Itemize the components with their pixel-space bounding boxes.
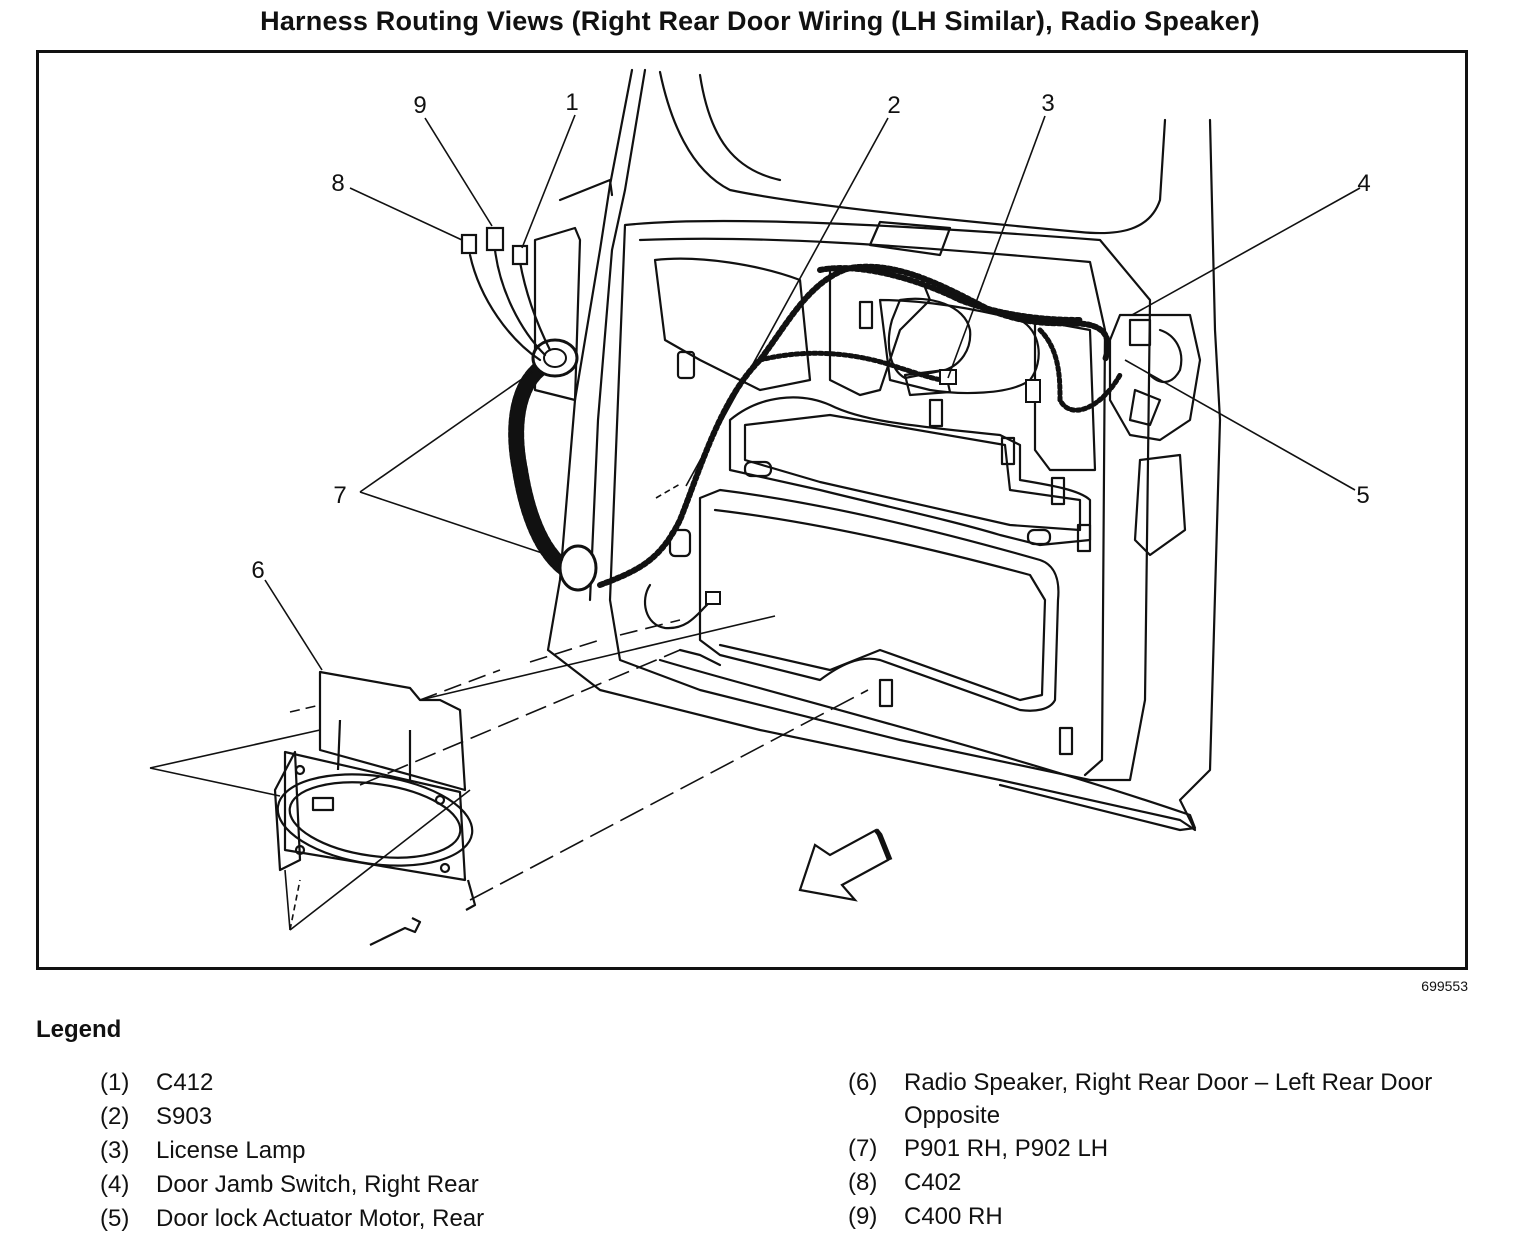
speaker-frame (283, 750, 467, 882)
legend-text: S903 (156, 1103, 213, 1130)
legend-item: (2) S903 (100, 1100, 700, 1134)
legend-item: (6) Radio Speaker, Right Rear Door – Lef… (848, 1066, 1488, 1132)
harness-grommet-upper (531, 338, 579, 378)
speaker-bracket (318, 670, 467, 792)
legend-item: (4) Door Jamb Switch, Right Rear (100, 1168, 700, 1202)
legend-column-left: (1) C412 (2) S903 (3) License Lamp (4) D… (100, 1066, 700, 1236)
callout-1: 1 (565, 89, 578, 116)
callout-2: 2 (887, 92, 900, 119)
door-wiring-illustration: 1 2 3 4 5 6 7 8 9 (149, 68, 1371, 946)
callout-4: 4 (1357, 170, 1370, 197)
front-direction-arrow (798, 828, 893, 902)
connector-c412 (511, 244, 529, 266)
callout-5: 5 (1356, 482, 1369, 509)
diagram-frame (36, 50, 1468, 970)
legend-item: (5) Door lock Actuator Motor, Rear (100, 1202, 700, 1236)
legend-item: (7) P901 RH, P902 LH (848, 1132, 1488, 1166)
legend-text: C400 RH (904, 1203, 1003, 1230)
legend-item: (8) C402 (848, 1166, 1488, 1200)
speaker-screw (369, 917, 422, 946)
connector-c400 (485, 226, 505, 252)
legend-number: (6) (848, 1069, 878, 1096)
legend-number: (9) (848, 1203, 878, 1230)
callout-8: 8 (331, 170, 344, 197)
harness-speaker-lead (643, 583, 714, 630)
legend-text: P901 RH, P902 LH (904, 1135, 1109, 1162)
leader-7b (359, 491, 564, 561)
harness-upper-branch (817, 265, 1083, 323)
legend-number: (4) (100, 1171, 130, 1198)
diagram-title: Harness Routing Views (Right Rear Door W… (260, 6, 1260, 36)
legend-text: Radio Speaker, Right Rear Door – Left Re… (904, 1069, 1433, 1129)
callout-6: 6 (251, 557, 264, 584)
door-latch-assembly (1108, 313, 1202, 442)
harness-latch-branch (1037, 327, 1123, 413)
legend-text: Door Jamb Switch, Right Rear (156, 1171, 479, 1198)
door-inner-panel (608, 219, 1152, 782)
legend-title: Legend (36, 1016, 122, 1043)
legend-text: C402 (904, 1169, 962, 1196)
door-bottom-sill (658, 658, 1197, 832)
legend-text: License Lamp (156, 1137, 306, 1164)
legend-item: (3) License Lamp (100, 1134, 700, 1168)
leader-5 (1124, 359, 1356, 491)
legend-number: (7) (848, 1135, 878, 1162)
legend-item: (1) C412 (100, 1066, 700, 1100)
leader-7a (359, 371, 533, 493)
legend-number: (2) (100, 1103, 130, 1130)
lower-access-opening (698, 488, 1060, 712)
connector-c402 (460, 233, 478, 255)
leader-6 (264, 579, 323, 671)
leader-8 (349, 187, 463, 241)
harness-main-run (597, 263, 1111, 588)
legend-number: (5) (100, 1205, 130, 1232)
leader-1 (521, 114, 576, 249)
leader-9 (424, 117, 493, 227)
legend-number: (3) (100, 1137, 130, 1164)
speaker-cone (276, 773, 474, 867)
leader-2 (685, 117, 889, 487)
legend-column-right: (6) Radio Speaker, Right Rear Door – Lef… (848, 1066, 1488, 1234)
legend-number: (1) (100, 1069, 130, 1096)
callout-3: 3 (1041, 90, 1054, 117)
harness-conduit (508, 357, 583, 583)
stiffener-rib (728, 396, 1092, 547)
leader-4 (1131, 187, 1361, 316)
door-outer-edge (546, 68, 1222, 832)
harness-grommet-lower (558, 544, 598, 592)
figure-id: 699553 (1421, 978, 1468, 994)
legend-text: C412 (156, 1069, 214, 1096)
license-lamp-housing (887, 297, 972, 380)
legend-item: (9) C400 RH (848, 1200, 1488, 1234)
legend-number: (8) (848, 1169, 878, 1196)
legend-text: Door lock Actuator Motor, Rear (156, 1205, 485, 1232)
door-window-frame (658, 70, 1167, 235)
harness-lamp-branch (757, 350, 948, 383)
callout-7: 7 (333, 482, 346, 509)
callout-9: 9 (413, 92, 426, 119)
leader-3 (947, 115, 1046, 379)
